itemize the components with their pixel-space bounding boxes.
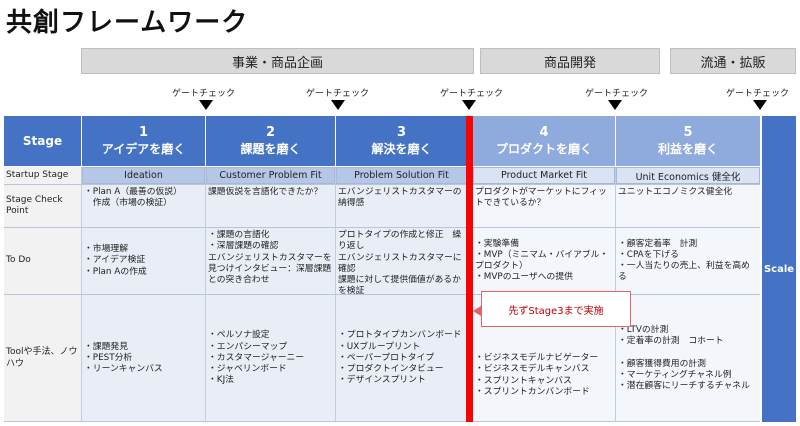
stage-number: 4 [539,125,549,141]
stage-number: 1 [138,125,149,141]
phase-distribution: 流通・拡販 [670,48,796,74]
stage-number: 5 [683,125,693,141]
row-divider [4,421,760,422]
stage-5: 5 利益を磨く [616,116,760,166]
stage-title: プロダクトを磨く [495,141,592,156]
todo-cell-3: プロトタイプの作成と修正 繰り返し エバンジェリストカスタマーに確認 課題に対し… [336,228,467,294]
phase-development: 商品開発 [480,48,660,74]
todo-cell-5: ・顧客定着率 計測 ・CPAを下げる ・一人当たりの売上、利益を高める [616,228,760,294]
todo-cell-4: ・実験準備 ・MVP（ミニマム・バイアブル・プロダクト） ・MVPのユーザへの提… [473,228,615,294]
startup-stage-ue: Unit Economics 健全化 [616,167,760,184]
stage-header-label: Stage [4,116,81,166]
startup-stage-psf: Problem Solution Fit [336,167,467,184]
stage-number: 2 [265,125,276,141]
row-label-todo: To Do [4,228,81,294]
startup-stage-ideation: Ideation [82,167,205,184]
stage-1: 1 アイデアを磨く [82,116,205,166]
check-cell-4: プロダクトがマーケットにフィットできているか？ [473,185,615,227]
startup-stage-pmf: Product Market Fit [473,167,615,184]
tools-cell-3: ・プロトタイプカンバンボード ・UXブループリント ・ペーパープロトタイプ ・プ… [336,295,467,422]
row-divider [4,227,760,228]
row-label-tools: Toolや手法、ノウハウ [4,295,81,422]
gate-check-label: ゲートチェック [726,89,790,99]
column-divider [205,167,206,422]
tools-cell-5: ・LTVの計測 ・定着率の計測 コホート ・顧客獲得費用の計測 ・マーケティング… [616,295,760,422]
gate-arrow-icon [462,100,476,110]
stage-2: 2 課題を磨く [206,116,335,166]
stage-title: アイデアを磨く [101,141,186,156]
stage-number: 3 [396,125,407,141]
stage3-boundary-line [466,116,473,422]
phase-planning: 事業・商品企画 [81,48,474,74]
check-cell-2: 課題仮説を言語化できたか？ [206,185,335,227]
row-divider [4,184,760,185]
column-divider [81,167,82,422]
check-cell-1: ・Plan A（最善の仮説） 作成（市場の検証） [82,185,205,227]
gate-check-label: ゲートチェック [440,89,504,99]
gate-check-label: ゲートチェック [585,89,649,99]
row-label-startup-stage: Startup Stage [4,167,81,184]
gate-arrow-icon [199,100,213,110]
check-cell-3: エバンジェリストカスタマーの納得感 [336,185,467,227]
gate-arrow-icon [331,100,345,110]
todo-cell-2: ・課題の言語化 ・深層課題の確認 エバンジェリストカスタマーを見つけインタビュー… [206,228,335,294]
stage3-callout: 先ずStage3まで実施 [481,291,631,327]
stage-title: 解決を磨く [371,141,432,156]
todo-cell-1: ・市場理解 ・アイデア検証 ・Plan Aの作成 [82,228,205,294]
scale-bar: Scale [762,116,796,422]
gate-arrow-icon [753,100,767,110]
column-divider [335,167,336,422]
callout-pointer-icon [473,306,481,316]
tools-cell-2: ・ペルソナ設定 ・エンパシーマップ ・カスタマージャーニー ・ジャベリンボード … [206,295,335,422]
tools-cell-1: ・課題発見 ・PEST分析 ・リーンキャンバス [82,295,205,422]
page-title: 共創フレームワーク [6,8,249,38]
check-cell-5: ユニットエコノミクス健全化 [616,185,760,227]
startup-stage-cpf: Customer Problem Fit [206,167,335,184]
row-divider [4,294,760,295]
gate-check-label: ゲートチェック [306,89,370,99]
stage-title: 課題を磨く [240,141,301,156]
stage-4: 4 プロダクトを磨く [473,116,615,166]
stage-3: 3 解決を磨く [336,116,467,166]
stage-title: 利益を磨く [657,141,718,156]
row-label-check-point: Stage Check Point [4,185,81,227]
gate-arrow-icon [608,100,622,110]
gate-check-label: ゲートチェック [172,89,236,99]
